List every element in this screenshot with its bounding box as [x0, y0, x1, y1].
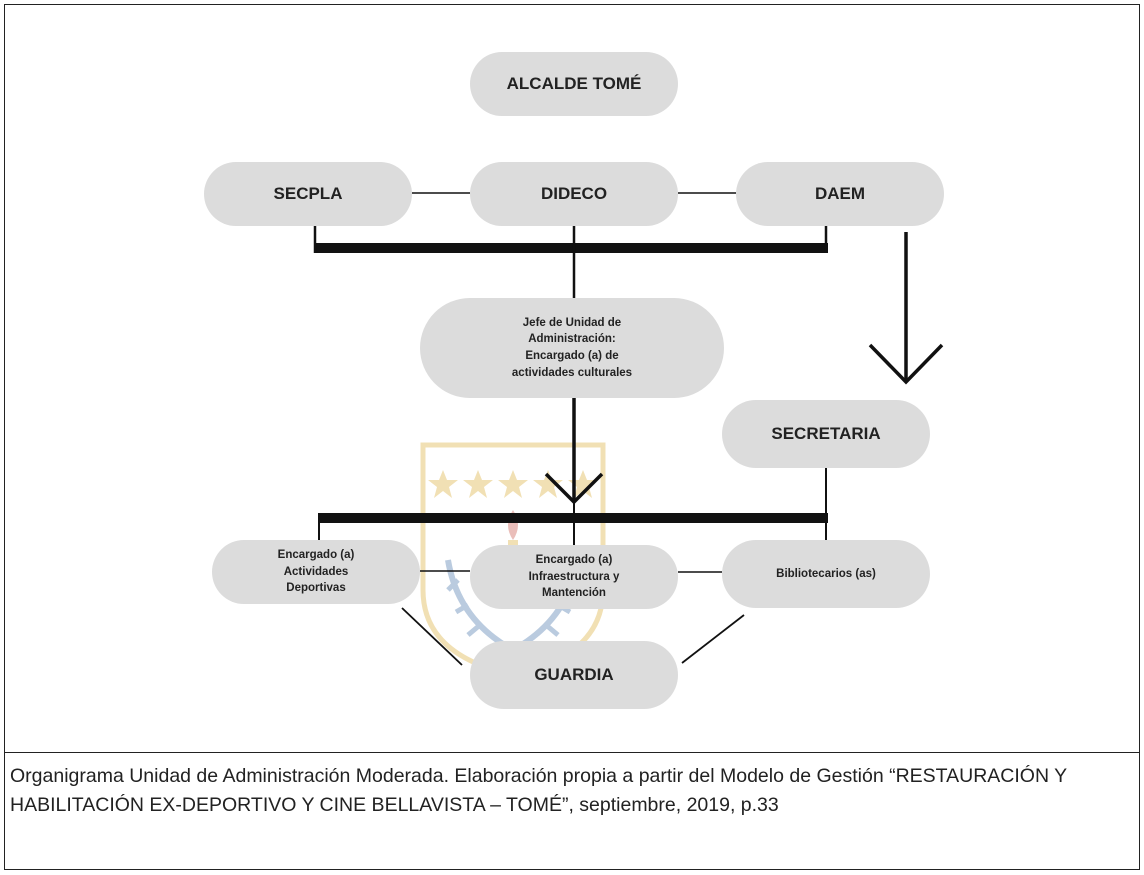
figure-caption: Organigrama Unidad de Administración Mod…	[10, 765, 1067, 816]
node-secpla: SECPLA	[204, 162, 412, 226]
node-secretaria: SECRETARIA	[722, 400, 930, 468]
daem-arrow-head	[868, 343, 944, 385]
org-connectors	[313, 192, 944, 666]
link-biblio-guardia	[681, 614, 745, 664]
node-alcalde: ALCALDE TOMÉ	[470, 52, 678, 116]
node-guardia: GUARDIA	[470, 641, 678, 709]
link-deportivas-guardia	[401, 607, 463, 666]
node-daem: DAEM	[736, 162, 944, 226]
node-bibliotecarios: Bibliotecarios (as)	[722, 540, 930, 608]
node-encargado-infraestructura: Encargado (a) Infraestructura y Mantenci…	[470, 545, 678, 609]
node-jefe-unidad: Jefe de Unidad de Administración: Encarg…	[420, 298, 724, 398]
node-dideco: DIDECO	[470, 162, 678, 226]
node-encargado-deportivas: Encargado (a) Actividades Deportivas	[212, 540, 420, 604]
figure-frame	[4, 4, 1140, 870]
caption-divider	[4, 752, 1140, 753]
